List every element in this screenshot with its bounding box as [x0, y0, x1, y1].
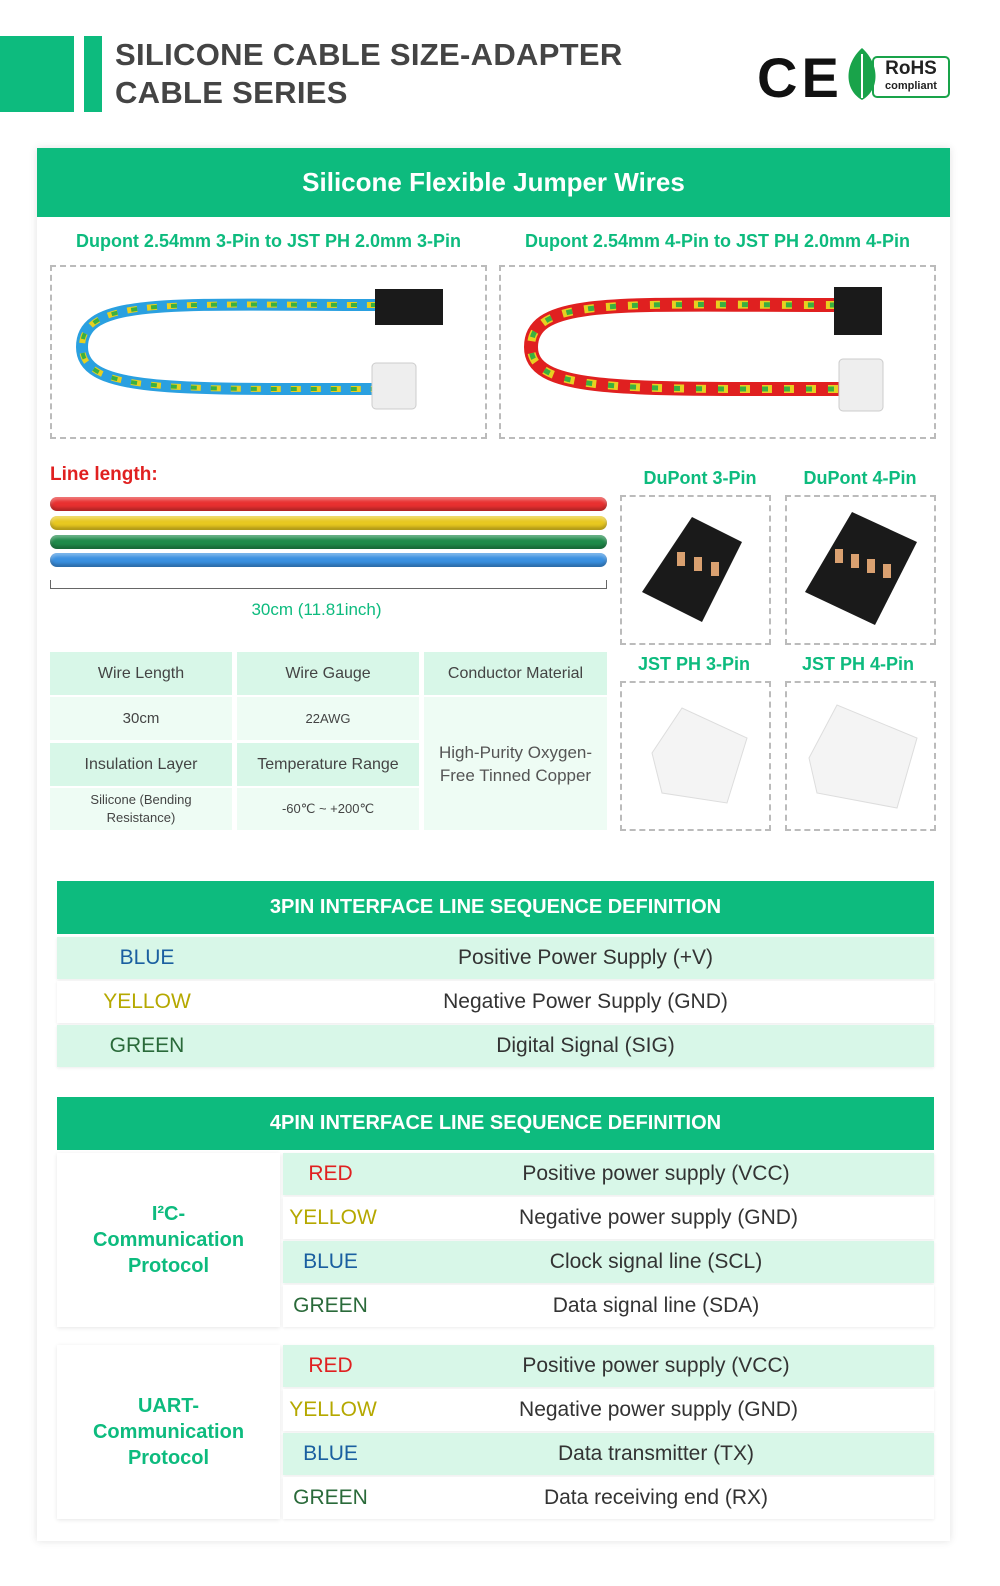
dupont-4pin-image — [785, 495, 936, 645]
wire-function: Negative Power Supply (GND) — [443, 990, 728, 1013]
wire-function: Positive Power Supply (+V) — [457, 946, 714, 969]
spec-conductor-header: Conductor Material — [424, 652, 607, 695]
spec-wire-length-header: Wire Length — [50, 652, 232, 695]
spec-conductor: High-Purity Oxygen-Free Tinned Copper — [424, 697, 607, 830]
wire-color: GREEN — [293, 1486, 368, 1509]
table-row: BLUE Data transmitter (TX) — [283, 1433, 934, 1475]
spec-insulation: Silicone (Bending Resistance) — [50, 788, 232, 830]
wire-function: Negative power supply (GND) — [519, 1206, 798, 1229]
wire-color: BLUE — [303, 1250, 358, 1273]
dimension-line — [50, 580, 607, 589]
wire-color: RED — [308, 1162, 353, 1185]
spec-gauge: 22AWG — [237, 697, 419, 740]
spec-wire-length: 30cm — [50, 697, 232, 740]
wire-color: YELLOW — [103, 990, 191, 1013]
wire-yellow — [50, 516, 607, 530]
line-length-value: 30cm (11.81inch) — [251, 600, 382, 619]
wire-color: RED — [308, 1354, 353, 1377]
wire-function: Data signal line (SDA) — [552, 1294, 760, 1317]
connector-label: JST PH 4-Pin — [801, 654, 915, 674]
wire-function: Data transmitter (TX) — [557, 1442, 755, 1465]
line-length-label: Line length: — [50, 464, 158, 485]
wire-red — [50, 497, 607, 511]
table-row: YELLOW Negative Power Supply (GND) — [57, 981, 934, 1023]
rohs-sub: compliant — [885, 80, 937, 92]
rohs-text: RoHS — [885, 58, 937, 79]
table-row: GREEN Data signal line (SDA) — [283, 1285, 934, 1327]
dupont-3pin-image — [620, 495, 771, 645]
wire-color: YELLOW — [289, 1398, 377, 1421]
pin3-title: 3PIN INTERFACE LINE SEQUENCE DEFINITION — [57, 881, 934, 934]
spec-temp-header: Temperature Range — [237, 743, 419, 786]
product-image-4pin — [499, 265, 936, 439]
jst-4pin-image — [785, 681, 936, 831]
connector-label: JST PH 3-Pin — [637, 654, 751, 674]
title-line-1: SILICONE CABLE SIZE-ADAPTER — [115, 37, 623, 72]
wire-color: GREEN — [109, 1034, 185, 1057]
product-title: Dupont 2.54mm 4-Pin to JST PH 2.0mm 4-Pi… — [524, 231, 911, 251]
wire-function: Negative power supply (GND) — [519, 1398, 798, 1421]
section-title: Silicone Flexible Jumper Wires — [37, 148, 950, 217]
table-row: RED Positive power supply (VCC) — [283, 1153, 934, 1195]
wire-function: Positive power supply (VCC) — [522, 1354, 790, 1377]
wire-green — [50, 535, 607, 549]
table-row: GREEN Digital Signal (SIG) — [57, 1025, 934, 1067]
spec-temp: -60℃ ~ +200℃ — [237, 788, 419, 830]
wire-color: BLUE — [119, 946, 175, 969]
product-title: Dupont 2.54mm 3-Pin to JST PH 2.0mm 3-Pi… — [75, 231, 462, 251]
spec-gauge-header: Wire Gauge — [237, 652, 419, 695]
product-image-3pin — [50, 265, 487, 439]
table-row: BLUE Clock signal line (SCL) — [283, 1241, 934, 1283]
header-accent-block — [0, 36, 74, 112]
pin4-title: 4PIN INTERFACE LINE SEQUENCE DEFINITION — [57, 1097, 934, 1150]
title-line-2: CABLE SERIES — [115, 75, 348, 110]
wire-function: Data receiving end (RX) — [543, 1486, 769, 1509]
uart-protocol-label: UART-Communication Protocol — [57, 1345, 280, 1519]
cable-4pin-image — [523, 287, 884, 412]
table-row: YELLOW Negative power supply (GND) — [283, 1197, 934, 1239]
i2c-protocol-label: I²C-Communication Protocol — [57, 1153, 280, 1327]
header-accent-bar — [84, 36, 102, 112]
rohs-logo: RoHS compliant — [842, 46, 950, 102]
table-row: BLUE Positive Power Supply (+V) — [57, 937, 934, 979]
table-row: RED Positive power supply (VCC) — [283, 1345, 934, 1387]
wire-color: BLUE — [303, 1442, 358, 1465]
connector-label: DuPont 3-Pin — [643, 468, 757, 488]
wire-function: Clock signal line (SCL) — [549, 1250, 763, 1273]
cable-3pin-image — [75, 289, 443, 410]
wire-color: YELLOW — [289, 1206, 377, 1229]
jst-3pin-image — [620, 681, 771, 831]
table-row: YELLOW Negative power supply (GND) — [283, 1389, 934, 1431]
wire-color: GREEN — [293, 1294, 368, 1317]
wire-function: Positive power supply (VCC) — [522, 1162, 790, 1185]
leaf-icon — [848, 48, 876, 100]
wire-function: Digital Signal (SIG) — [496, 1034, 675, 1057]
spec-insulation-header: Insulation Layer — [50, 743, 232, 786]
connector-label: DuPont 4-Pin — [803, 468, 917, 488]
ce-logo: CE — [757, 46, 843, 109]
wire-blue — [50, 553, 607, 567]
table-row: GREEN Data receiving end (RX) — [283, 1477, 934, 1519]
